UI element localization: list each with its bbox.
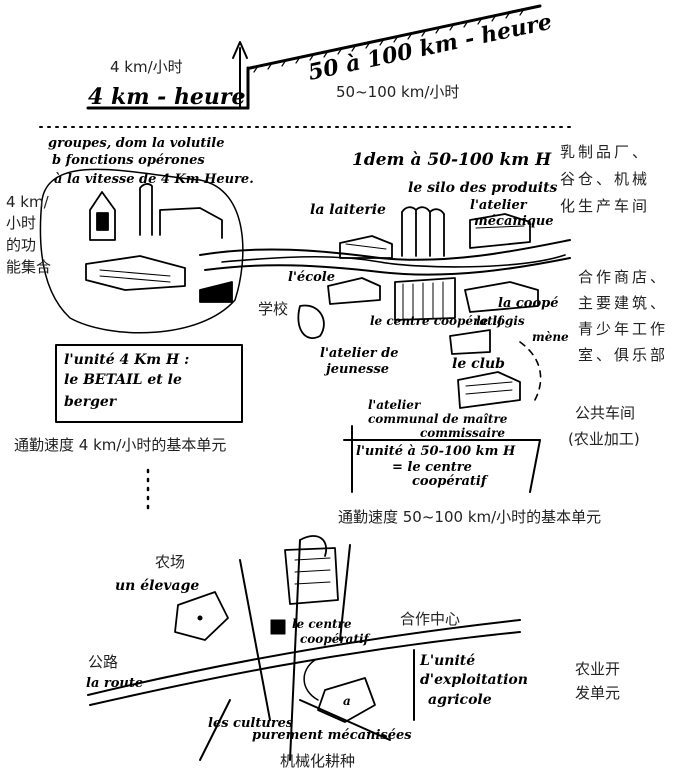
- fast-unit-box-line-2: = le centre: [392, 460, 472, 475]
- jeunesse-label-1: l'atelier de: [320, 346, 399, 361]
- slow-unit-side-cn-1: 4 km/: [6, 193, 49, 211]
- fast-header-note: 1dem à 50-100 km H: [352, 150, 552, 170]
- atelier-communal-building: [457, 371, 521, 409]
- slow-unit-side-cn-4: 能集合: [6, 258, 52, 276]
- road-upper-2: [204, 257, 571, 276]
- slope-hatching: [253, 8, 525, 73]
- farm-hand-label: un élevage: [115, 578, 200, 594]
- lower-plan-blocks: [284, 535, 339, 605]
- agri-unit-cn-1: 农业开: [575, 660, 621, 678]
- group-note-line-1: groupes, dom la volutile: [48, 136, 225, 151]
- farm-cn-label: 农场: [155, 553, 186, 571]
- cooperative-label: le centre coopératif: [370, 314, 503, 328]
- agri-unit-hand-3: agricole: [428, 692, 492, 708]
- group-note-line-3: à la vitesse de 4 Km Heure.: [54, 172, 254, 187]
- slow-unit-box-line-3: berger: [64, 394, 117, 410]
- atelier-label-2: mécanique: [474, 214, 554, 229]
- field-plot: [317, 677, 376, 723]
- coop-center-cn-label: 合作中心: [400, 610, 461, 628]
- unit-link-line: [221, 254, 566, 268]
- agri-unit-hand-2: d'exploitation: [420, 672, 528, 688]
- road-cn-label: 公路: [88, 653, 119, 671]
- slow-speed-hand-label: 4 km - heure: [88, 84, 246, 110]
- cn-workshop-line-2: (农业加工): [568, 430, 640, 448]
- slow-unit-box-line-1: l'unité 4 Km H :: [64, 352, 190, 368]
- cn-center-line-4: 室、俱乐部: [578, 346, 669, 364]
- field-path: [303, 659, 319, 701]
- slow-unit-side-cn-3: 的功: [6, 236, 37, 254]
- cn-center-line-3: 青少年工作: [578, 320, 669, 338]
- silo-label: le silo des produits: [408, 180, 558, 196]
- fast-unit-box-line-3: coopératif: [412, 474, 487, 489]
- atelier-communal-label-3: commissaire: [420, 426, 506, 440]
- atelier-mecanique-building: [469, 213, 531, 249]
- agri-unit-hand-1: L'unité: [420, 653, 476, 669]
- cn-facilities-line-1: 乳制品厂、: [560, 143, 651, 161]
- speed-arrow-head: [232, 41, 248, 59]
- road-hand-label: la route: [86, 676, 144, 691]
- farm-dot: [197, 615, 203, 621]
- fast-unit-label-box: [343, 425, 541, 493]
- club-label: le club: [452, 356, 505, 372]
- fast-slope-line: [248, 4, 542, 70]
- cn-workshop-line-1: 公共车间: [575, 404, 636, 422]
- cooperative-buildings: [297, 277, 539, 355]
- slow-unit-side-cn-2: 小时: [6, 214, 37, 232]
- lower-plan-roads: [87, 539, 521, 761]
- marker-a: a: [343, 694, 351, 708]
- culture-cn-label: 机械化耕种: [280, 752, 356, 770]
- slow-unit-boundary: [39, 168, 244, 334]
- coop-center-hand-2: coopératif: [300, 632, 369, 646]
- atelier-communal-label-1: l'atelier: [368, 398, 421, 412]
- silo-group: [401, 206, 445, 257]
- coop-label: la coopé: [498, 296, 559, 311]
- fast-speed-cn-label: 50~100 km/小时: [336, 83, 460, 101]
- center-square: [270, 619, 286, 635]
- fast-unit-box-line-1: l'unité à 50-100 km H: [356, 444, 516, 459]
- slow-unit-box-line-2: le BETAIL et le: [64, 372, 182, 388]
- farm-plot: [174, 591, 229, 641]
- logis-label: le logis: [476, 314, 525, 328]
- cn-center-line-1: 合作商店、: [578, 268, 669, 286]
- atelier-communal-label-2: communal de maître: [368, 412, 508, 426]
- agri-unit-cn-2: 发单元: [575, 684, 621, 702]
- laiterie-label: la laiterie: [310, 202, 386, 218]
- slow-speed-cn-label: 4 km/小时: [110, 58, 183, 76]
- ecole-label: l'école: [288, 270, 335, 285]
- jeunesse-label-2: jeunesse: [326, 362, 390, 377]
- coop-link-dashed: [519, 341, 542, 406]
- atelier-label-1: l'atelier: [470, 198, 527, 213]
- group-note-line-2: b fonctions opérones: [52, 153, 205, 168]
- cn-facilities-line-3: 化生产车间: [560, 197, 651, 215]
- cn-facilities-line-2: 谷仓、机械: [560, 170, 651, 188]
- culture-hand-1: les cultures: [208, 716, 294, 731]
- slow-unit-label-box: [55, 344, 243, 423]
- mene-label: mène: [532, 330, 569, 344]
- school-cn-label: 学校: [258, 300, 289, 318]
- cn-center-line-2: 主要建筑、: [578, 294, 669, 312]
- silo-barn-building: [85, 183, 233, 303]
- coop-center-hand-1: le centre: [292, 617, 352, 631]
- laiterie-building: [339, 235, 393, 259]
- slow-unit-caption: 通勤速度 4 km/小时的基本单元: [14, 436, 227, 454]
- fast-unit-caption: 通勤速度 50~100 km/小时的基本单元: [338, 508, 602, 526]
- culture-hand-2: purement mécanisées: [252, 728, 412, 743]
